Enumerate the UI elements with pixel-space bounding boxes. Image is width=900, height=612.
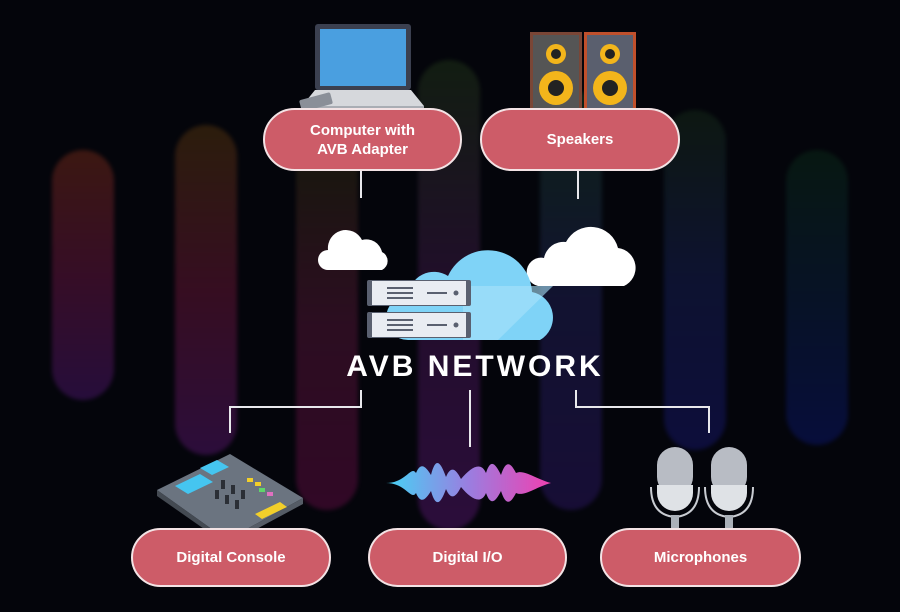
connector-line — [469, 390, 471, 447]
connector-line — [575, 406, 710, 408]
connector-line — [575, 390, 577, 408]
connector-line — [229, 406, 362, 408]
small-cloud-icon — [318, 230, 388, 270]
node-label-line2: AVB Adapter — [317, 140, 408, 158]
laptop-icon — [299, 24, 424, 112]
node-digital-io[interactable]: Digital I/O — [368, 528, 567, 587]
server-icon — [367, 280, 471, 338]
node-label: Digital Console — [176, 549, 286, 566]
speakers-icon — [530, 32, 636, 114]
background-bar — [664, 110, 726, 450]
white-cloud-icon — [526, 226, 636, 286]
connector-line — [708, 406, 710, 433]
microphone-icon — [650, 447, 754, 531]
node-label: Digital I/O — [432, 549, 503, 566]
connector-line — [229, 406, 231, 433]
node-digital-console[interactable]: Digital Console — [131, 528, 331, 587]
background-bar — [296, 140, 358, 510]
node-label: Speakers — [546, 131, 614, 148]
node-speakers[interactable]: Speakers — [480, 108, 680, 171]
background-bar — [52, 150, 114, 400]
network-title: AVB NETWORK — [346, 350, 604, 383]
node-microphones[interactable]: Microphones — [600, 528, 801, 587]
sound-wave-icon — [386, 462, 551, 503]
background-bar — [786, 150, 848, 445]
connector-line — [360, 390, 362, 408]
background-bar — [175, 125, 237, 455]
connector-line — [360, 170, 362, 198]
node-label: Microphones — [653, 549, 748, 566]
node-label-line1: Computer with — [310, 121, 415, 139]
connector-line — [577, 170, 579, 199]
